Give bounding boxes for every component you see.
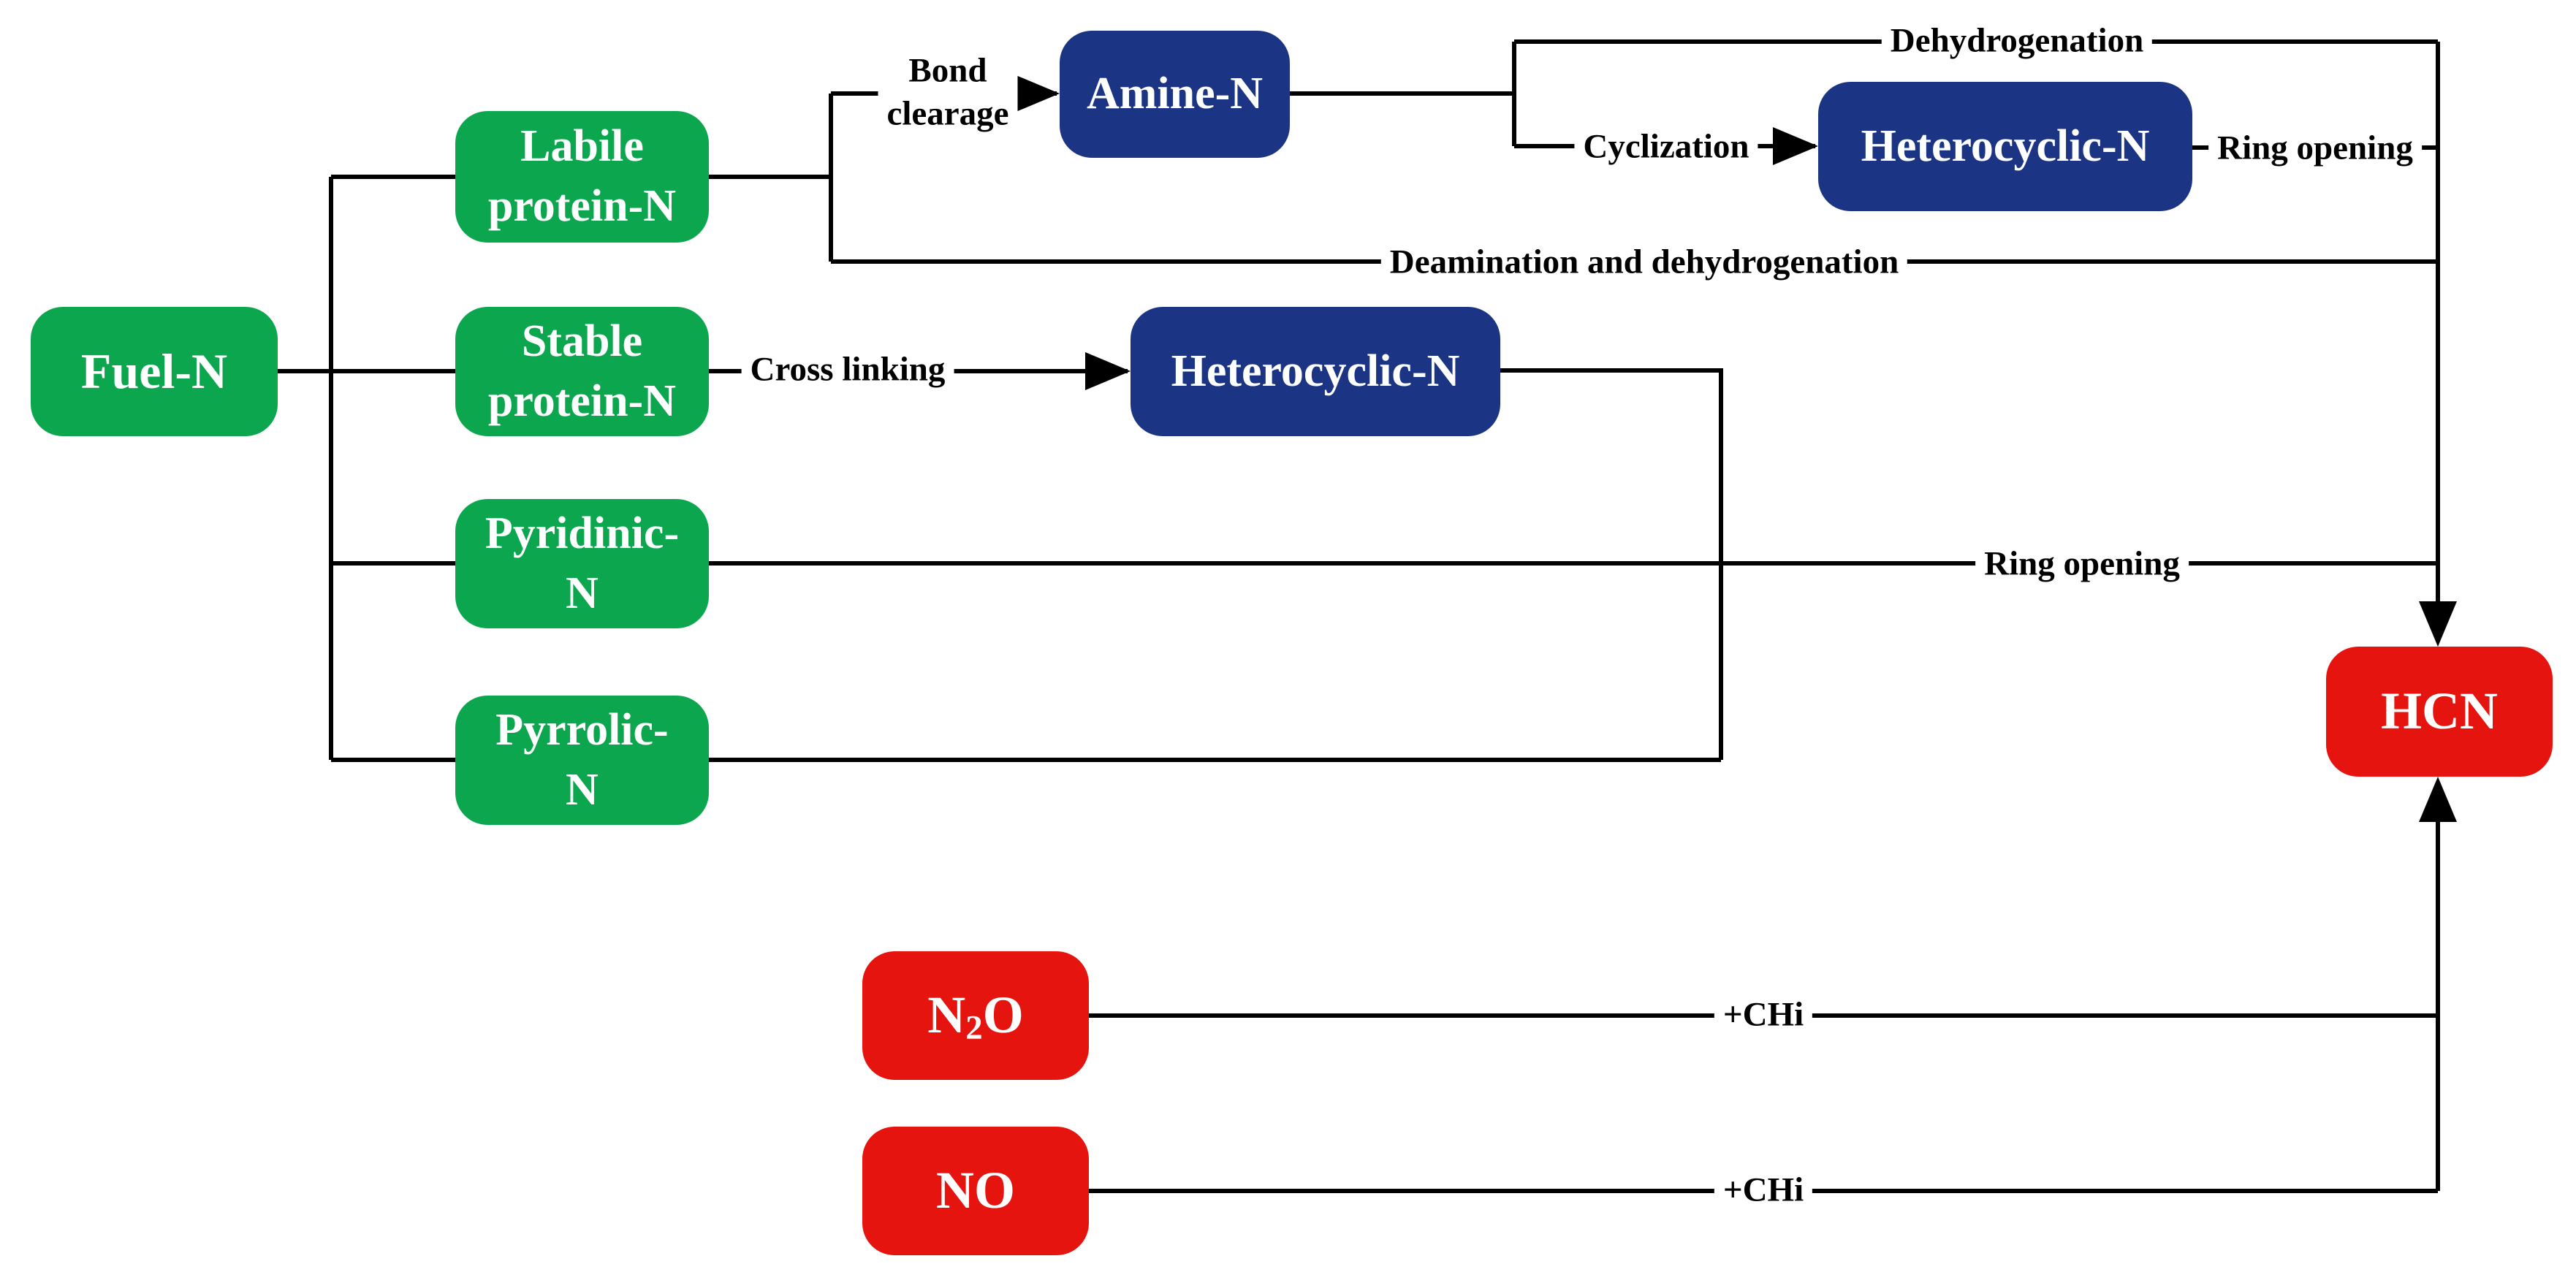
node-hcn-label: HCN xyxy=(2381,682,2498,741)
edge-label-ring-opening-mid: Ring opening xyxy=(1975,542,2189,586)
node-hcn: HCN xyxy=(2326,647,2553,777)
arrowhead-into-hetero-top xyxy=(1773,127,1818,165)
line-hetero-mid-elbow xyxy=(1500,368,1723,760)
edge-label-deamination: Deamination and dehydrogenation xyxy=(1380,240,1908,284)
node-labile-line1: Labile xyxy=(520,121,644,172)
edge-label-chi-n2o: +CHi xyxy=(1714,993,1813,1037)
node-amine-n: Amine-N xyxy=(1060,31,1290,158)
arrowhead-into-hcn-top xyxy=(2419,601,2457,647)
node-heterocyclic-top-label: Heterocyclic-N xyxy=(1861,121,2150,171)
edge-label-bond-clearage: Bond clearage xyxy=(878,49,1018,135)
arrowhead-into-hcn-bottom xyxy=(2419,777,2457,822)
node-pyrrolic-line1: Pyrrolic- xyxy=(495,704,669,755)
node-heterocyclic-n-top: Heterocyclic-N xyxy=(1818,82,2192,211)
edge-label-cyclization: Cyclization xyxy=(1574,125,1758,169)
node-no-label: NO xyxy=(936,1161,1015,1220)
node-pyrrolic-n: Pyrrolic- N xyxy=(455,696,709,825)
node-pyridinic-line2: N xyxy=(566,568,599,618)
edge-label-chi-no: +CHi xyxy=(1714,1168,1813,1212)
node-labile-line2: protein-N xyxy=(487,181,677,231)
node-pyridinic-n: Pyridinic- N xyxy=(455,499,709,628)
node-heterocyclic-mid-label: Heterocyclic-N xyxy=(1171,346,1460,396)
node-fuel-n-label: Fuel-N xyxy=(80,343,228,399)
node-amine-n-label: Amine-N xyxy=(1086,69,1264,119)
node-stable-line2: protein-N xyxy=(487,376,677,426)
node-pyridinic-line1: Pyridinic- xyxy=(485,508,680,558)
node-pyrrolic-line2: N xyxy=(566,764,599,815)
arrowhead-into-hetero-mid xyxy=(1085,352,1131,390)
arrowhead-into-amine xyxy=(1014,75,1060,113)
node-labile-protein-n: Labile protein-N xyxy=(455,111,709,243)
node-fuel-n: Fuel-N xyxy=(31,307,278,436)
edge-label-ring-opening-top: Ring opening xyxy=(2208,126,2422,170)
edge-label-cross-linking: Cross linking xyxy=(741,348,954,392)
edge-label-dehydrogenation: Dehydrogenation xyxy=(1881,19,2153,63)
node-stable-protein-n: Stable protein-N xyxy=(455,307,709,436)
node-no: NO xyxy=(862,1127,1089,1255)
node-heterocyclic-n-mid: Heterocyclic-N xyxy=(1131,307,1500,436)
node-stable-line1: Stable xyxy=(521,316,643,366)
